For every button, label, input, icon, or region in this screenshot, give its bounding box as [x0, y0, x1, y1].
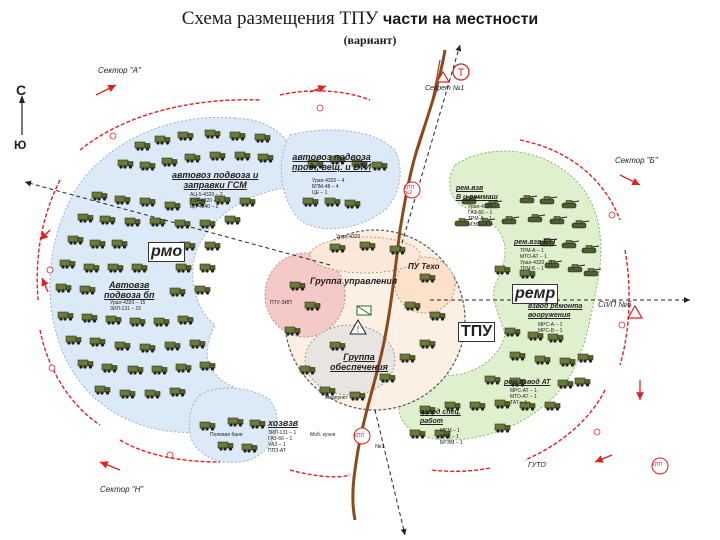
left-zone: [49, 116, 301, 433]
title-main: Схема размещения ТПУ: [181, 8, 379, 29]
repair-at-stats: МРС-АТ – 1 МТО-АТ – 1 ТАТ – 1: [510, 388, 538, 406]
repair-btt-label: рем.взв БТТ: [514, 239, 557, 246]
sector-a-label: Сектор "А": [98, 66, 141, 75]
fuel-zone-stats: АЦ-5-4320 – 2 ТЗА-4320 – 1 ЦП-4340 – 2: [190, 192, 223, 210]
control-group-label: Группа управления: [310, 276, 398, 286]
red-arrows: [39, 84, 644, 471]
household-zone-label: хозвзв: [268, 418, 299, 428]
triangle-markers: [435, 70, 644, 319]
repair-special-label: взвод ремонта вооружения: [528, 303, 583, 319]
repair-wpn-stats: Урал-4320 – 1 ГАЗ-66 – 1 ТРМ-А – 1 МЭС –…: [468, 204, 501, 228]
sp-label: Сп/П №6: [598, 300, 632, 309]
compass-north: С: [16, 82, 27, 98]
repair-wpn-label: рем.взв В и реммаш: [456, 185, 498, 201]
kpp-circles: [353, 181, 669, 475]
perimeter-right: [429, 139, 630, 473]
sector-b-label: Сектор "Б": [615, 156, 658, 165]
kpp2-label: КПП №2: [404, 185, 415, 196]
household-zone: [189, 387, 278, 463]
repair-special-stats: МРС-А – 1 МРС-В – 1: [538, 322, 563, 334]
ptu-zip-label: ПТУ-ЗИП: [270, 300, 292, 306]
tpu-label: ТПУ: [458, 322, 496, 342]
control-group-zone: [264, 252, 346, 338]
perimeter-left: [36, 90, 371, 478]
pu-tech-zone: [394, 256, 456, 314]
repair-btt-stats: ТРМ-А – 1 МТО-АТ – 1 Урал-4320 – 1 ТРМ-Б…: [520, 248, 553, 272]
page-title: Схема размещения ТПУ части на местности: [0, 8, 720, 30]
compass-south: Ю: [14, 138, 27, 152]
svg-text:Т: Т: [458, 67, 465, 79]
dashed-arrow-west: [24, 180, 331, 266]
sector-markers: [46, 104, 626, 459]
ural-box-label: Урал-4320: [336, 234, 361, 240]
dashed-arrow-north: [399, 44, 462, 251]
med-label: Медпункт: [325, 395, 348, 401]
title-variant: (вариант): [343, 33, 397, 47]
support-group-zone: [304, 324, 396, 396]
secret-post-label: Секрет №1: [425, 85, 465, 92]
remr-label: ремр: [512, 284, 559, 304]
support-group-label: Группа обеспечения: [330, 352, 388, 372]
field-bath-label: Полевая баня: [210, 432, 243, 438]
kpp1-num: №1: [375, 444, 385, 450]
rmo-label: рмо: [148, 242, 186, 262]
kpp-right-label: КПП: [652, 462, 663, 468]
sector-n-label: Сектор "Н": [100, 485, 144, 494]
pu-tech-label: ПУ Техо: [408, 262, 440, 271]
food-zone-label: автовоз подвоза прод., вещ. и ВТИ: [292, 152, 372, 172]
repair-at-label: рем.взвод АТ: [504, 379, 551, 386]
dashed-arrow-south: [374, 409, 407, 536]
road: [351, 49, 447, 521]
title-accent: части на местности: [383, 11, 539, 28]
guto-label: ГУТО: [528, 462, 546, 469]
food-zone-stats: Урал-4320 – 4 БПМ-48 – 4 ЦЕ – 1: [312, 178, 345, 196]
ammo-zone-label: Автовзв подвоза бп: [104, 280, 155, 300]
evac-stats: МРМ – 1 МКД – 1 БРЭМ – 1: [440, 428, 463, 446]
household-zone-stats: ЗИЛ-131 – 1 ГАЗ-66 – 1 УАЗ – 1 ППЗ-АТ: [268, 430, 297, 454]
fuel-zone-label: автовоз подвоза и заправки ГСМ: [172, 170, 259, 190]
ammo-zone-stats: Урал-4320 – 15 ЗИЛ-131 – 15: [110, 300, 146, 312]
secret-marker: [452, 63, 470, 81]
evac-label: взвод спец. работ: [420, 409, 461, 425]
svg-text:!: !: [357, 325, 359, 334]
kpp1-label: КПП: [354, 433, 365, 439]
field-kitchen-label: Моб. кухня: [310, 432, 336, 438]
